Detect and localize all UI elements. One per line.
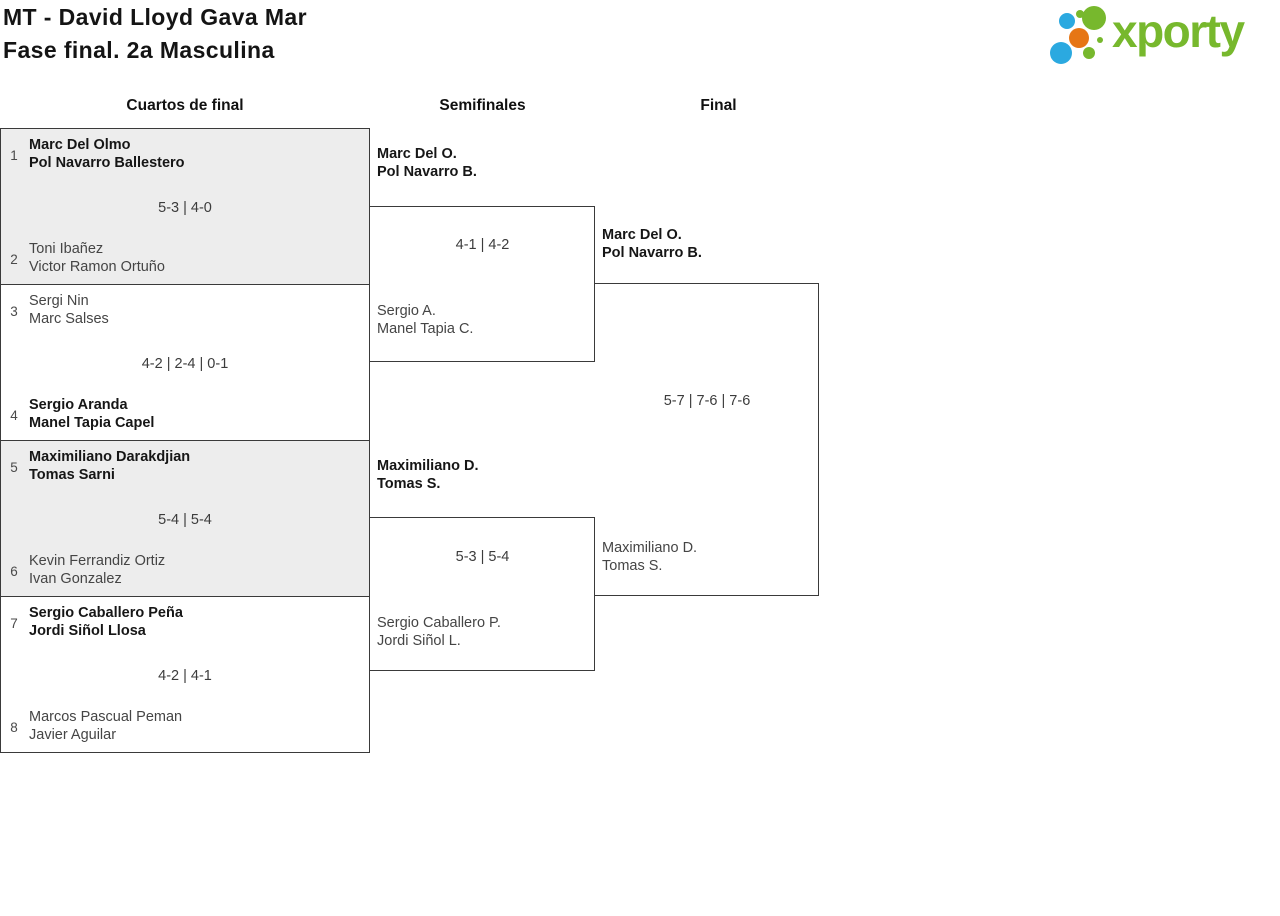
xporty-logo[interactable]: xporty	[1050, 5, 1278, 71]
seed-number: 1	[10, 148, 18, 163]
team-pair: Sergio Caballero Peña Jordi Siñol Llosa	[29, 604, 183, 640]
player-name: Marc Del O.	[377, 146, 457, 162]
logo-dot-icon	[1050, 42, 1072, 64]
round-header-semifinales: Semifinales	[439, 97, 526, 114]
player-name: Sergio A.	[377, 303, 436, 319]
team-pair: Kevin Ferrandiz Ortiz Ivan Gonzalez	[29, 552, 165, 588]
page-title: MT - David Lloyd Gava Mar Fase final. 2a…	[3, 1, 307, 67]
team-pair: Marc Del O. Pol Navarro B.	[377, 145, 477, 181]
match-final-box	[595, 283, 819, 596]
player-name: Ivan Gonzalez	[29, 571, 122, 587]
team-pair: Sergi Nin Marc Salses	[29, 292, 109, 328]
team-pair: Sergio A. Manel Tapia C.	[377, 302, 473, 338]
player-name: Jordi Siñol L.	[377, 633, 461, 649]
match-score: 4-2 | 2-4 | 0-1	[141, 356, 229, 372]
team-pair: Toni Ibañez Victor Ramon Ortuño	[29, 240, 165, 276]
seed-number: 6	[10, 564, 18, 579]
player-name: Maximiliano D.	[377, 458, 479, 474]
player-name: Tomas S.	[602, 558, 663, 574]
logo-dot-icon	[1069, 28, 1089, 48]
seed-number: 7	[10, 616, 18, 631]
round-header-final: Final	[700, 97, 737, 114]
logo-dot-icon	[1059, 13, 1075, 29]
match-score: 5-4 | 5-4	[158, 512, 212, 528]
player-name: Sergio Caballero Peña	[29, 605, 183, 621]
player-name: Marc Del Olmo	[29, 137, 131, 153]
logo-dot-icon	[1083, 47, 1095, 59]
seed-number: 4	[10, 408, 18, 423]
player-name: Pol Navarro Ballestero	[29, 155, 185, 171]
seed-number: 2	[10, 252, 18, 267]
player-name: Maximiliano D.	[602, 540, 698, 556]
player-name: Victor Ramon Ortuño	[29, 259, 165, 275]
player-name: Manel Tapia Capel	[29, 415, 155, 431]
match-score: 5-3 | 5-4	[455, 549, 510, 565]
match-quarterfinal-4: 7 Sergio Caballero Peña Jordi Siñol Llos…	[0, 596, 370, 753]
player-name: Tomas S.	[377, 476, 441, 492]
match-score: 5-3 | 4-0	[158, 200, 212, 216]
player-name: Pol Navarro B.	[377, 164, 477, 180]
team-pair: Marcos Pascual Peman Javier Aguilar	[29, 708, 182, 744]
player-name: Marc Del O.	[602, 227, 682, 243]
match-quarterfinal-3: 5 Maximiliano Darakdjian Tomas Sarni 5-4…	[0, 440, 370, 597]
player-name: Toni Ibañez	[29, 241, 104, 257]
seed-number: 5	[10, 460, 18, 475]
tournament-name: MT - David Lloyd Gava Mar	[3, 4, 307, 30]
player-name: Marcos Pascual Peman	[29, 709, 183, 725]
xporty-logo-text: xporty	[1112, 5, 1245, 57]
team-pair: Sergio Caballero P. Jordi Siñol L.	[377, 614, 501, 650]
player-name: Kevin Ferrandiz Ortiz	[29, 553, 166, 569]
seed-number: 3	[10, 304, 18, 319]
player-name: Sergi Nin	[29, 293, 89, 309]
logo-dot-icon	[1097, 37, 1103, 43]
team-pair: Marc Del Olmo Pol Navarro Ballestero	[29, 136, 185, 172]
player-name: Maximiliano Darakdjian	[29, 449, 191, 465]
seed-number: 8	[10, 720, 18, 735]
match-score: 5-7 | 7-6 | 7-6	[663, 393, 751, 409]
match-quarterfinal-2: 3 Sergi Nin Marc Salses 4-2 | 2-4 | 0-1 …	[0, 284, 370, 441]
match-score: 4-2 | 4-1	[158, 668, 212, 684]
team-pair: Maximiliano Darakdjian Tomas Sarni	[29, 448, 190, 484]
player-name: Manel Tapia C.	[377, 321, 474, 337]
player-name: Sergio Aranda	[29, 397, 128, 413]
team-pair: Marc Del O. Pol Navarro B.	[602, 226, 702, 262]
match-semifinal-1-box	[370, 206, 595, 362]
player-name: Tomas Sarni	[29, 467, 115, 483]
logo-dot-icon	[1076, 10, 1084, 18]
round-header-cuartos: Cuartos de final	[126, 97, 244, 114]
player-name: Sergio Caballero P.	[377, 615, 501, 631]
match-score: 4-1 | 4-2	[455, 237, 510, 253]
logo-dot-icon	[1082, 6, 1106, 30]
player-name: Javier Aguilar	[29, 727, 117, 743]
team-pair: Maximiliano D. Tomas S.	[602, 539, 697, 575]
player-name: Jordi Siñol Llosa	[29, 623, 146, 639]
phase-name: Fase final. 2a Masculina	[3, 37, 275, 63]
team-pair: Sergio Aranda Manel Tapia Capel	[29, 396, 154, 432]
match-quarterfinal-1: 1 Marc Del Olmo Pol Navarro Ballestero 5…	[0, 128, 370, 285]
player-name: Marc Salses	[29, 311, 109, 327]
team-pair: Maximiliano D. Tomas S.	[377, 457, 479, 493]
match-semifinal-2-box	[370, 517, 595, 671]
player-name: Pol Navarro B.	[602, 245, 702, 261]
